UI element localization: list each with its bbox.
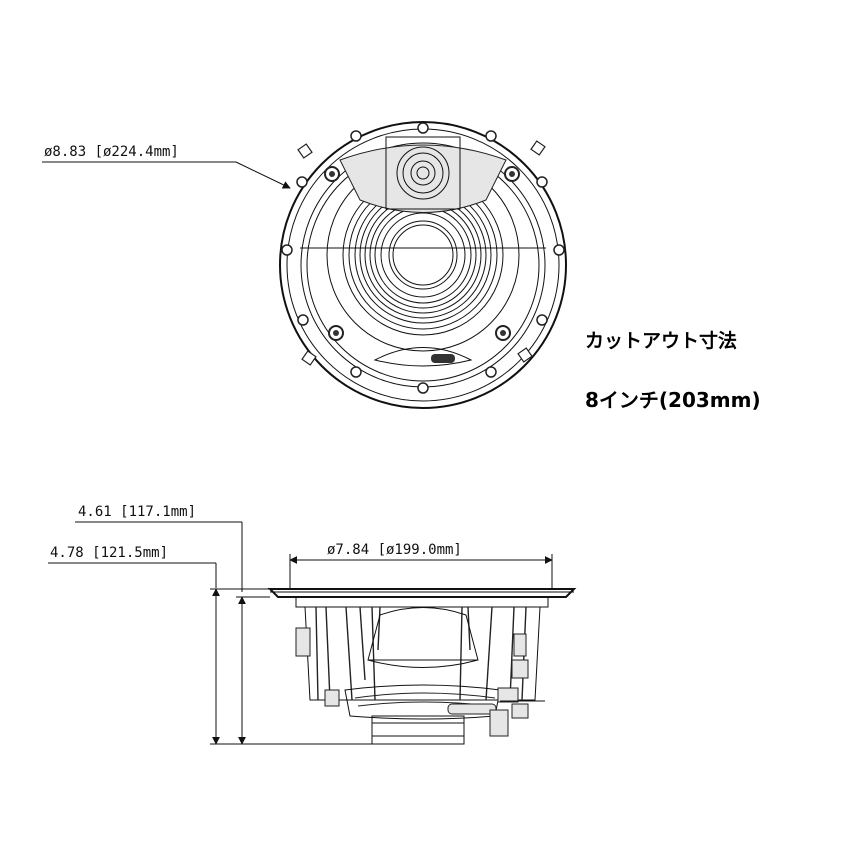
- clamp-tabs: [297, 140, 546, 366]
- top-diameter-label: ø8.83 [ø224.4mm]: [44, 144, 179, 160]
- cutout-size: 8インチ(203mm): [585, 388, 761, 412]
- side-height-2-label: 4.78 [121.5mm]: [50, 545, 168, 561]
- top-view: [42, 121, 567, 409]
- cutout-title: カットアウト寸法: [585, 330, 738, 352]
- side-height-1-label: 4.61 [117.1mm]: [78, 504, 196, 520]
- side-view: [48, 521, 577, 745]
- side-diameter-label: ø7.84 [ø199.0mm]: [327, 542, 462, 558]
- flange-holes: [281, 122, 565, 394]
- screws: [324, 166, 520, 341]
